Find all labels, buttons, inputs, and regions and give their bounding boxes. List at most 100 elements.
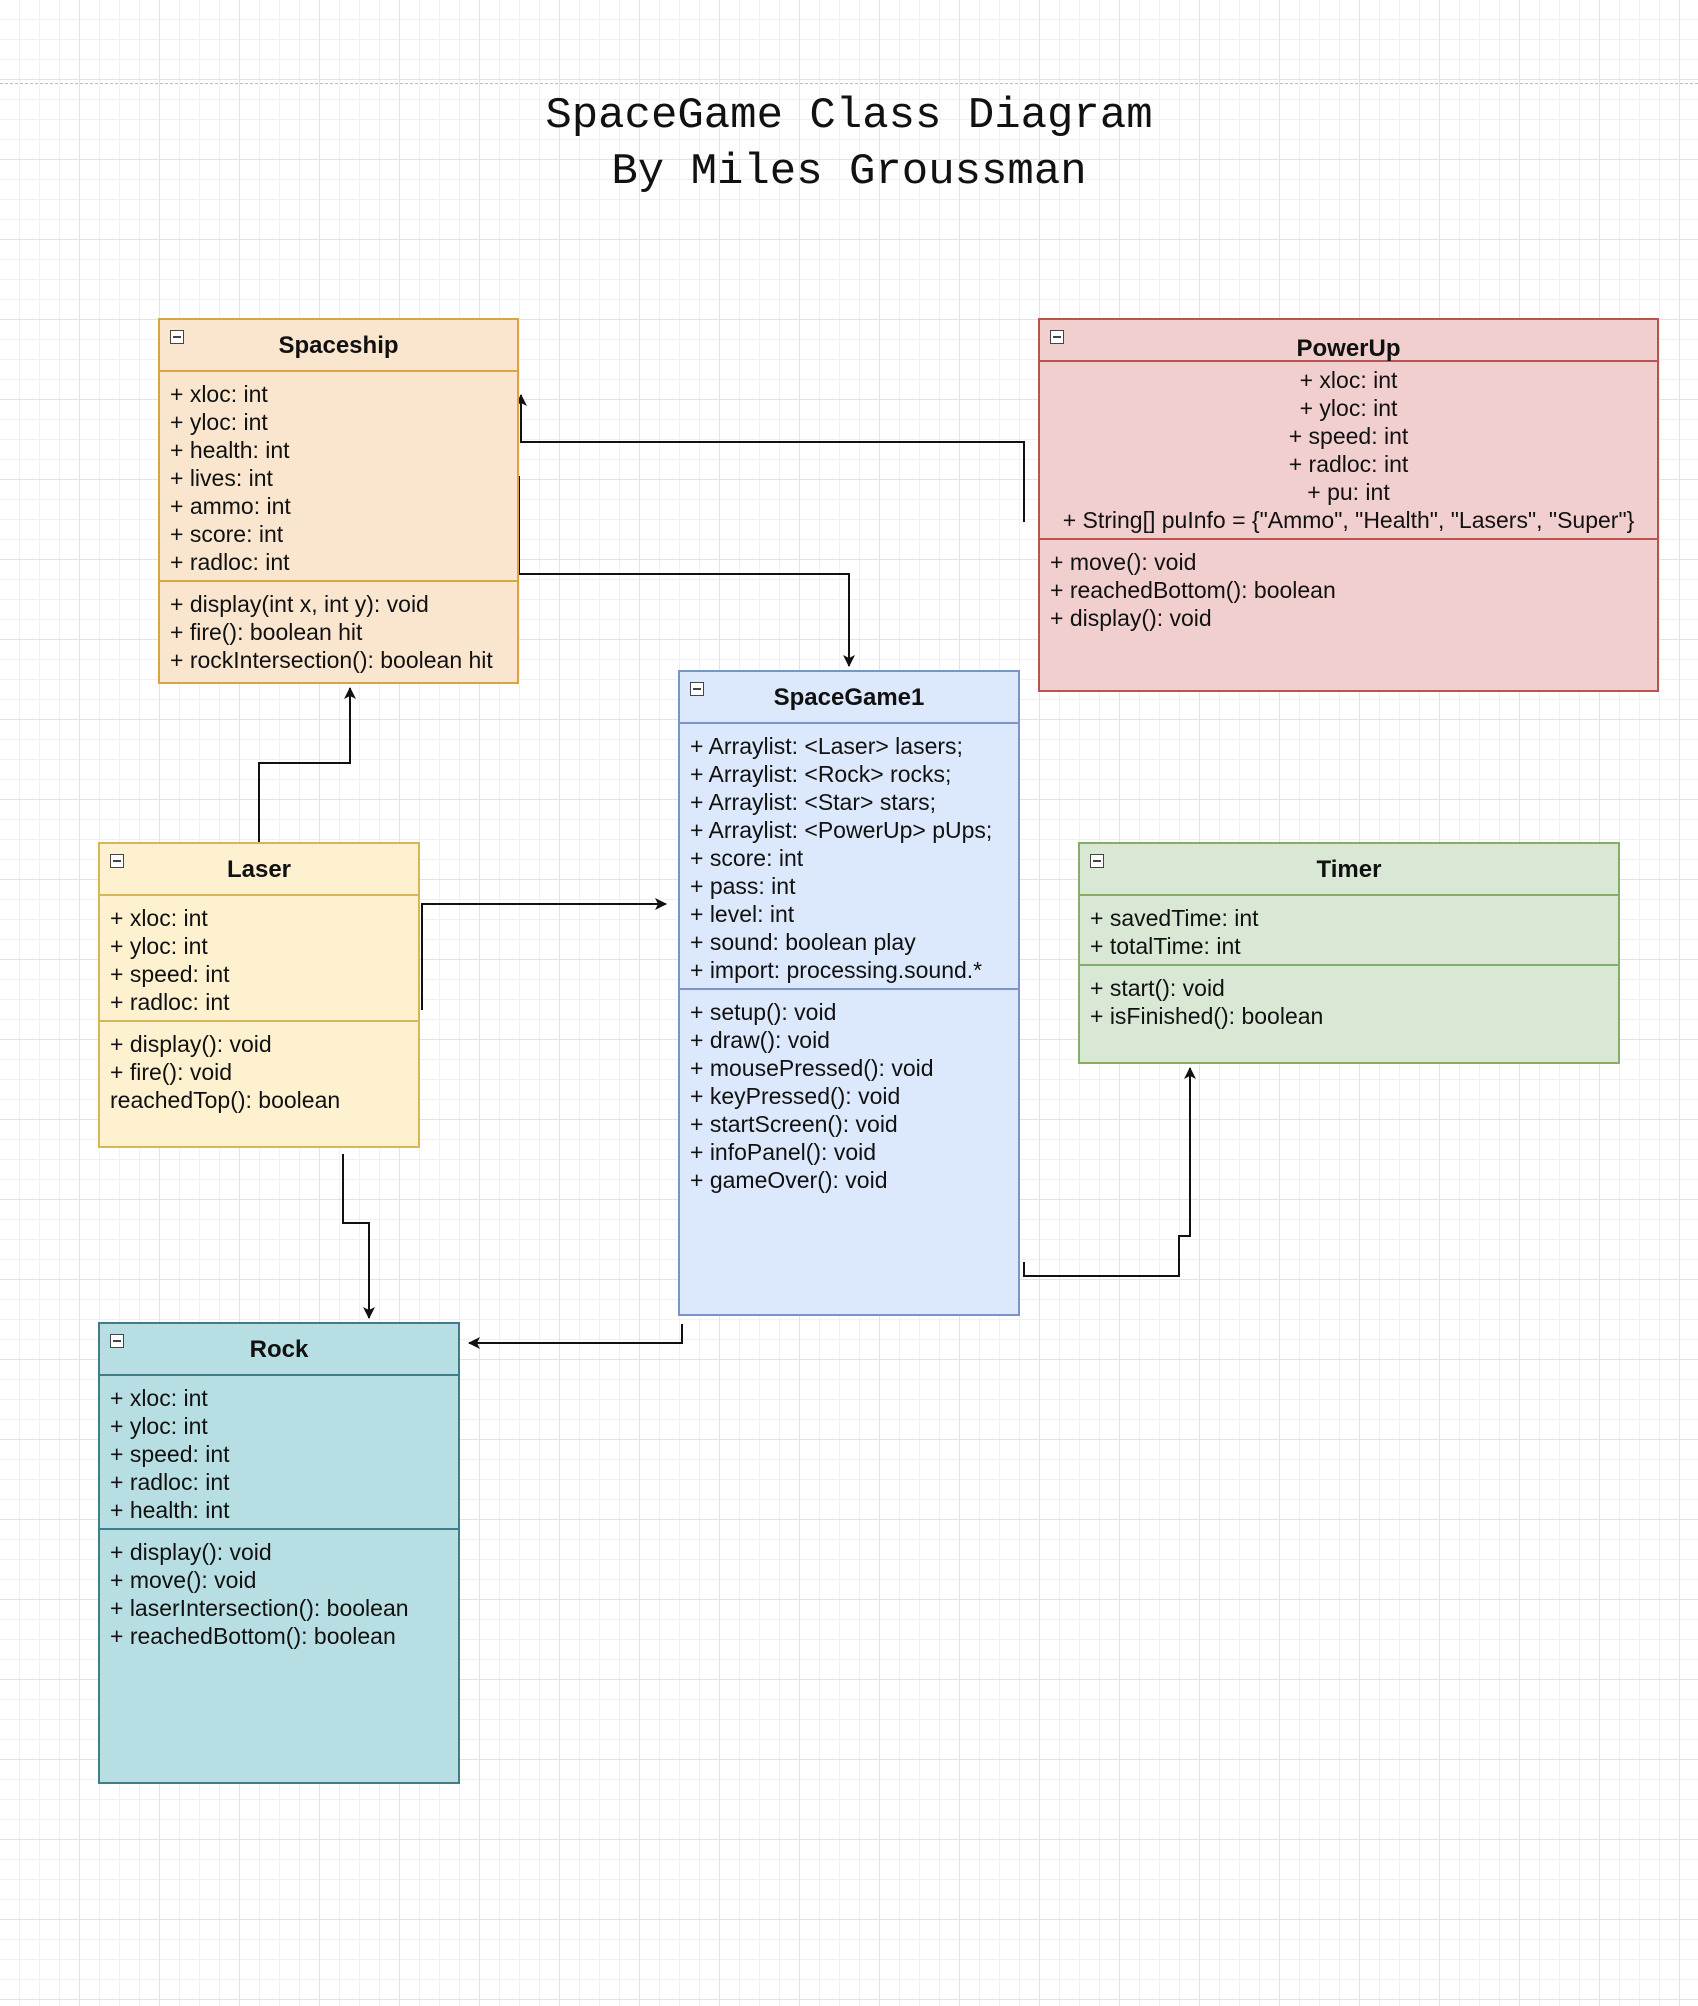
- attribute: + health: int: [110, 1497, 230, 1523]
- title-line-1: SpaceGame Class Diagram: [545, 91, 1153, 141]
- collapse-icon[interactable]: [170, 330, 184, 344]
- class-powerup-name: PowerUp: [1296, 335, 1401, 362]
- edge-powerup-to-spaceship: [515, 394, 1025, 522]
- attribute: + yloc: int: [170, 409, 268, 435]
- attribute: + Arraylist: <Laser> lasers;: [690, 733, 963, 759]
- class-spaceship[interactable]: Spaceship + xloc: int + yloc: int + heal…: [158, 318, 519, 684]
- class-timer-methods: + start(): void + isFinished(): boolean: [1080, 966, 1618, 1034]
- class-spaceship-methods: + display(int x, int y): void + fire(): …: [160, 582, 517, 678]
- attribute: + xloc: int: [110, 905, 208, 931]
- class-powerup-attributes: + xloc: int + yloc: int + speed: int + r…: [1040, 362, 1657, 540]
- class-rock[interactable]: Rock + xloc: int + yloc: int + speed: in…: [98, 1322, 460, 1784]
- class-spacegame1-name: SpaceGame1: [773, 684, 925, 711]
- class-timer-name: Timer: [1316, 856, 1382, 883]
- attribute: + import: processing.sound.*: [690, 957, 983, 983]
- collapse-icon[interactable]: [1050, 330, 1064, 344]
- edge-laser-to-rock: [342, 1154, 375, 1319]
- method: + move(): void: [1050, 549, 1197, 575]
- method: + move(): void: [110, 1567, 257, 1593]
- class-spaceship-attributes: + xloc: int + yloc: int + health: int + …: [160, 372, 517, 582]
- method: + isFinished(): boolean: [1090, 1003, 1324, 1029]
- attribute: + xloc: int: [170, 381, 268, 407]
- edge-laser-to-spacegame1: [421, 898, 667, 1010]
- attribute: + xloc: int: [110, 1385, 208, 1411]
- attribute: + radloc: int: [110, 989, 230, 1015]
- method: + display(): void: [110, 1031, 272, 1057]
- class-rock-attributes: + xloc: int + yloc: int + speed: int + r…: [100, 1376, 458, 1530]
- attribute: + totalTime: int: [1090, 933, 1241, 959]
- attribute: + pass: int: [690, 873, 796, 899]
- method: + keyPressed(): void: [690, 1083, 901, 1109]
- class-spacegame1-attributes: + Arraylist: <Laser> lasers; + Arraylist…: [680, 724, 1018, 990]
- attribute: + level: int: [690, 901, 795, 927]
- collapse-icon[interactable]: [690, 682, 704, 696]
- edge-spacegame1-to-rock: [468, 1324, 683, 1349]
- attribute: + Arraylist: <Rock> rocks;: [690, 761, 952, 787]
- edge-laser-to-spaceship: [258, 687, 356, 842]
- class-spaceship-header[interactable]: Spaceship: [160, 320, 517, 372]
- class-spacegame1[interactable]: SpaceGame1 + Arraylist: <Laser> lasers; …: [678, 670, 1020, 1316]
- attribute: + savedTime: int: [1090, 905, 1259, 931]
- class-timer-attributes: + savedTime: int + totalTime: int: [1080, 896, 1618, 966]
- class-laser[interactable]: Laser + xloc: int + yloc: int + speed: i…: [98, 842, 420, 1148]
- attribute: + yloc: int: [110, 933, 208, 959]
- class-laser-methods: + display(): void + fire(): void reached…: [100, 1022, 418, 1118]
- attribute: + lives: int: [170, 465, 273, 491]
- class-powerup-header[interactable]: PowerUp: [1040, 320, 1657, 362]
- attribute: + xloc: int: [1299, 367, 1398, 393]
- class-spacegame1-header[interactable]: SpaceGame1: [680, 672, 1018, 724]
- attribute: + radloc: int: [1288, 451, 1409, 477]
- method: + display(): void: [110, 1539, 272, 1565]
- class-rock-header[interactable]: Rock: [100, 1324, 458, 1376]
- attribute: + speed: int: [110, 961, 230, 987]
- collapse-icon[interactable]: [110, 854, 124, 868]
- attribute: + String[] puInfo = {"Ammo", "Health", "…: [1062, 507, 1635, 533]
- attribute: + speed: int: [1288, 423, 1409, 449]
- class-spaceship-name: Spaceship: [278, 332, 399, 359]
- edge-spacegame1-to-timer: [1023, 1067, 1196, 1277]
- method: + display(): void: [1050, 605, 1212, 631]
- class-timer-header[interactable]: Timer: [1080, 844, 1618, 896]
- method: + reachedBottom(): boolean: [110, 1623, 396, 1649]
- collapse-icon[interactable]: [1090, 854, 1104, 868]
- method: + rockIntersection(): boolean hit: [170, 647, 493, 673]
- method: + display(int x, int y): void: [170, 591, 429, 617]
- class-laser-attributes: + xloc: int + yloc: int + speed: int + r…: [100, 896, 418, 1022]
- attribute: + radloc: int: [170, 549, 290, 575]
- attribute: + ammo: int: [170, 493, 291, 519]
- method: + gameOver(): void: [690, 1167, 888, 1193]
- method: + mousePressed(): void: [690, 1055, 934, 1081]
- diagram-title: SpaceGame Class Diagram By Miles Groussm…: [0, 88, 1698, 200]
- attribute: + score: int: [690, 845, 804, 871]
- method: + draw(): void: [690, 1027, 830, 1053]
- edge-spaceship-to-spacegame1: [518, 476, 855, 667]
- attribute: + yloc: int: [110, 1413, 208, 1439]
- method: + infoPanel(): void: [690, 1139, 877, 1165]
- method: + fire(): boolean hit: [170, 619, 363, 645]
- class-laser-header[interactable]: Laser: [100, 844, 418, 896]
- attribute: + pu: int: [1307, 479, 1390, 505]
- class-rock-name: Rock: [249, 1336, 309, 1363]
- attribute: + sound: boolean play: [690, 929, 916, 955]
- method: + fire(): void: [110, 1059, 233, 1085]
- attribute: + radloc: int: [110, 1469, 230, 1495]
- attribute: + speed: int: [110, 1441, 230, 1467]
- method: + laserIntersection(): boolean: [110, 1595, 409, 1621]
- collapse-icon[interactable]: [110, 1334, 124, 1348]
- class-powerup-methods: + move(): void + reachedBottom(): boolea…: [1040, 540, 1657, 636]
- method: + startScreen(): void: [690, 1111, 898, 1137]
- attribute: + health: int: [170, 437, 290, 463]
- method: + setup(): void: [690, 999, 837, 1025]
- method: + start(): void: [1090, 975, 1225, 1001]
- class-powerup[interactable]: PowerUp + xloc: int + yloc: int + speed:…: [1038, 318, 1659, 692]
- class-rock-methods: + display(): void + move(): void + laser…: [100, 1530, 458, 1654]
- attribute: + score: int: [170, 521, 284, 547]
- method: + reachedBottom(): boolean: [1050, 577, 1336, 603]
- attribute: + yloc: int: [1299, 395, 1398, 421]
- method: reachedTop(): boolean: [110, 1087, 341, 1113]
- class-timer[interactable]: Timer + savedTime: int + totalTime: int …: [1078, 842, 1620, 1064]
- title-line-2: By Miles Groussman: [611, 147, 1087, 197]
- attribute: + Arraylist: <PowerUp> pUps;: [690, 817, 993, 843]
- class-laser-name: Laser: [226, 856, 292, 883]
